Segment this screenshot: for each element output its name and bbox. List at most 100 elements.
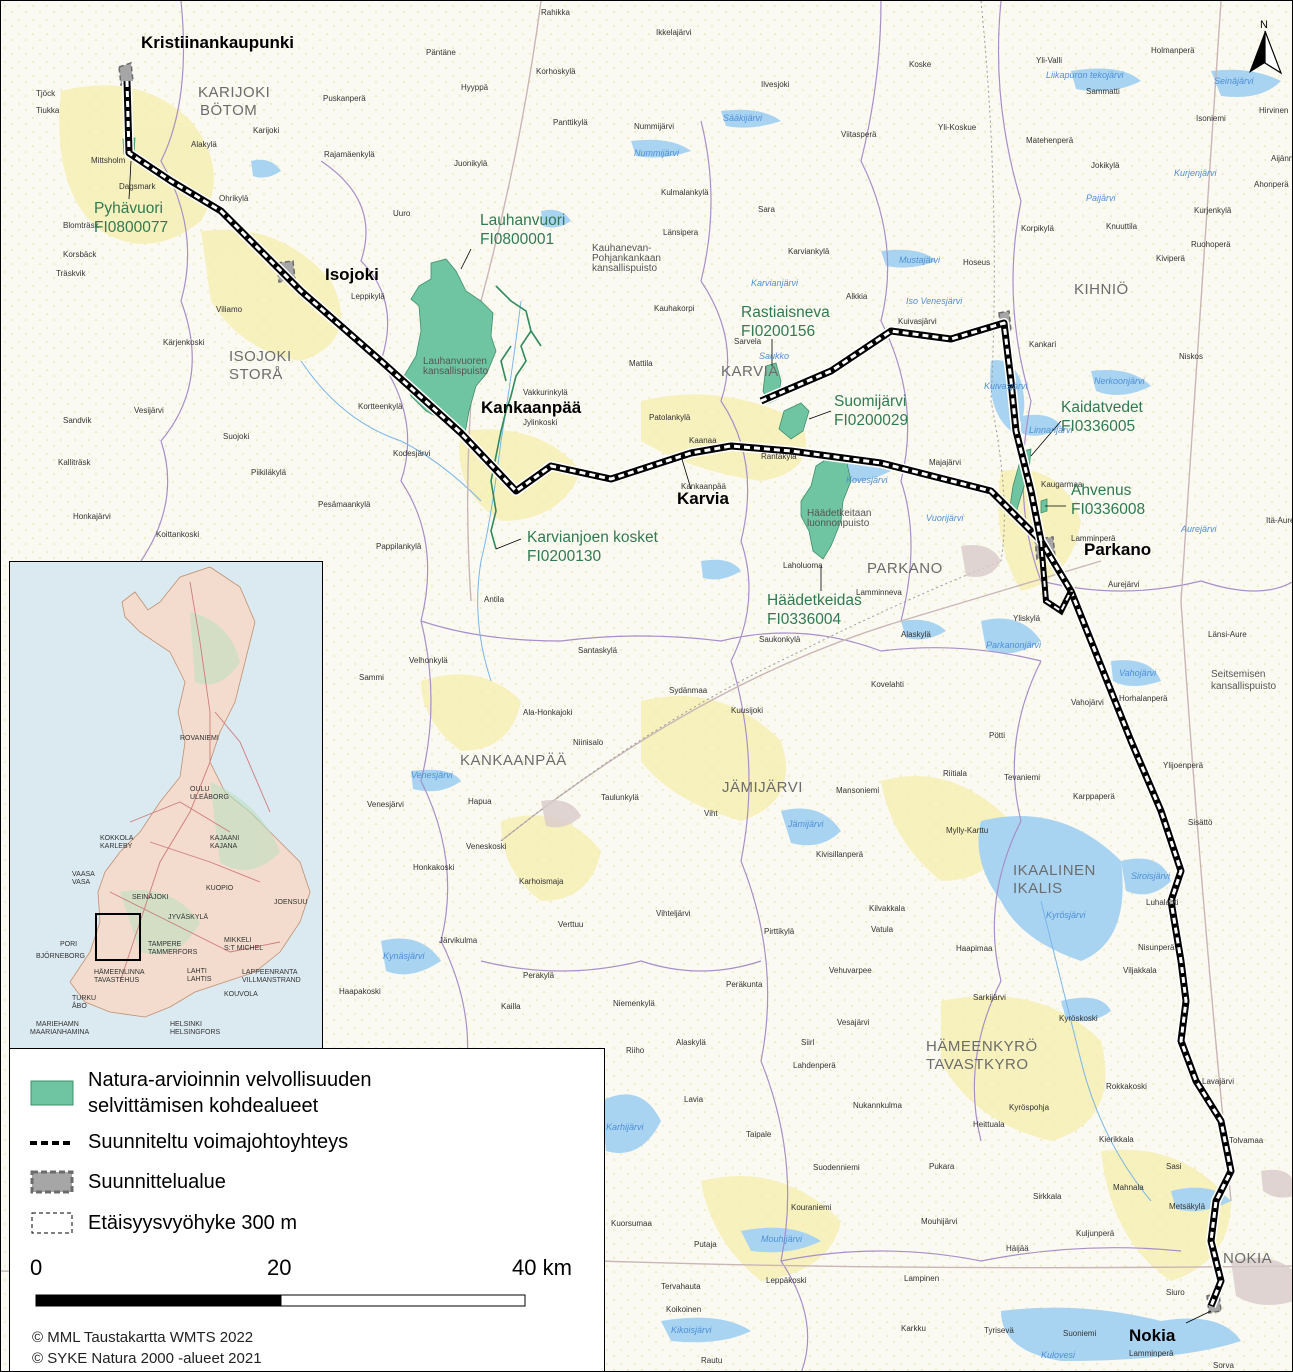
lake-label: Jämijärvi: [787, 819, 825, 829]
lake-label: Mustajärvi: [899, 255, 941, 265]
svg-text:PORI: PORI: [60, 941, 77, 948]
place-label: Päntäne: [426, 48, 456, 57]
park-label: kansallispuisto: [592, 263, 657, 274]
natura-code-haadetkeidas: FI0336004: [767, 611, 841, 628]
place-label: Itä-Aure: [1266, 516, 1293, 525]
natura-code-karvianjoki: FI0200130: [527, 548, 601, 565]
place-label: Kailla: [501, 1002, 521, 1011]
place-label: Mittsholm: [91, 156, 126, 165]
place-label: Vesajärvi: [837, 1018, 870, 1027]
place-label: Lahdenperä: [793, 1061, 836, 1070]
place-label: Majajärvi: [929, 458, 961, 467]
lake-label: Vahojärvi: [1119, 668, 1157, 678]
svg-text:LAHTIS: LAHTIS: [187, 976, 212, 983]
park-label: luonnonpuisto: [807, 518, 870, 529]
place-label: Karviankylä: [788, 247, 830, 256]
place-label: Vesijärvi: [134, 406, 164, 415]
park-labels: Kauhanevan- Pohjankankaan kansallispuist…: [423, 243, 1276, 692]
place-label: Viht: [704, 809, 718, 818]
legend-label-area: Suunnittelualue: [88, 1170, 226, 1193]
park-label: Lauhanvuoren: [423, 356, 487, 367]
place-label: Niinisalo: [573, 738, 604, 747]
place-label: Järvikulma: [439, 936, 478, 945]
svg-text:KOKKOLA: KOKKOLA: [100, 835, 134, 842]
place-label: Siirl: [801, 1038, 815, 1047]
lake-label: Kikoisjärvi: [671, 1325, 713, 1335]
svg-text:KAJANA: KAJANA: [210, 843, 238, 850]
place-label: Santaskylä: [578, 646, 618, 655]
legend-item-buffer: Etäisyysvyöhyke 300 m: [30, 1210, 297, 1236]
place-label: Kankari: [1029, 340, 1056, 349]
place-label: Viitasperä: [841, 130, 877, 139]
svg-text:S:T MICHEL: S:T MICHEL: [224, 945, 263, 952]
place-label: Karppaperä: [1073, 792, 1115, 801]
place-label: Kouraniemi: [791, 1203, 832, 1212]
place-label: Vihteljärvi: [656, 909, 691, 918]
place-label: Heittuala: [973, 1120, 1005, 1129]
place-label: Kuivasjärvi: [898, 317, 937, 326]
place-label: Koikoinen: [666, 1305, 701, 1314]
place-label: Isoniemi: [1196, 114, 1226, 123]
planning-area-icon: [30, 1170, 74, 1194]
place-label: Rantakylä: [761, 452, 797, 461]
municipality-label: STORÅ: [229, 366, 283, 383]
lake-label: Saukko: [759, 351, 789, 361]
svg-text:MARIEHAMN: MARIEHAMN: [36, 1021, 79, 1028]
city-label-kristiinankaupunki: Kristiinankaupunki: [141, 33, 294, 52]
place-label: Ikkelajärvi: [656, 28, 692, 37]
place-label: Mattila: [629, 359, 653, 368]
lake-label: Karvianjärvi: [751, 278, 799, 288]
place-label: Nummijärvi: [634, 122, 674, 131]
svg-text:HÄMEENLINNA: HÄMEENLINNA: [94, 968, 145, 976]
place-label: Kyröspohja: [1009, 1103, 1050, 1112]
place-label: Länsipera: [663, 228, 699, 237]
legend-item-natura: Natura-arvioinnin velvollisuuden selvitt…: [30, 1067, 372, 1119]
municipality-label: KIHNIÖ: [1074, 280, 1129, 298]
city-label-nokia: Nokia: [1129, 1326, 1176, 1345]
place-label: Kortteenkylä: [358, 402, 403, 411]
natura-code-lauhanvuori: FI0800001: [480, 231, 554, 248]
place-label: Luhalahti: [1146, 898, 1179, 907]
municipality-labels: KARIJOKI BÖTOM ISOJOKI STORÅ KARVIA KIHN…: [198, 84, 1272, 1267]
place-label: Knuuttila: [1106, 222, 1138, 231]
rivers: [300, 300, 1152, 1202]
place-label: Matehenperä: [1026, 136, 1074, 145]
svg-text:KUOPIO: KUOPIO: [206, 885, 234, 892]
place-label: Yli-Valli: [1036, 56, 1062, 65]
city-label-isojoki: Isojoki: [325, 265, 379, 284]
legend-label-buffer: Etäisyysvyöhyke 300 m: [88, 1211, 297, 1234]
natura-code-ahvenus: FI0336008: [1071, 501, 1145, 518]
natura-label-haadetkeidas: Häädetkeidas: [767, 592, 862, 609]
svg-text:HELSINKI: HELSINKI: [170, 1021, 202, 1028]
natura-code-rastiaisneva: FI0200156: [741, 323, 815, 340]
city-label-kankaanpaa: Kankaanpää: [481, 398, 582, 417]
leader-lines: [128, 160, 1212, 1324]
municipality-label: TAVASTKYRO: [926, 1056, 1029, 1073]
natura-areas: [122, 137, 1048, 560]
place-label: Korpikylä: [1021, 224, 1054, 233]
legend-natura-line2: selvittämisen kohdealueet: [88, 1095, 319, 1117]
place-label: Juonikylä: [454, 159, 488, 168]
place-label: Nukannkulma: [853, 1101, 902, 1110]
natura-labels: Pyhävuori FI0800077 Lauhanvuori FI080000…: [94, 200, 1145, 628]
place-label: Tjöck: [36, 89, 56, 98]
park-label: Häädetkeitaan: [807, 508, 872, 519]
svg-text:VASA: VASA: [72, 879, 90, 886]
place-label: Sydänmaa: [669, 686, 708, 695]
place-label: Rokkakoski: [1106, 1082, 1147, 1091]
natura-karvianjoki: [490, 285, 542, 550]
place-label: Karhoismaja: [519, 877, 564, 886]
place-label: Dagsmark: [119, 182, 156, 191]
place-label: Tolvamaa: [1229, 1136, 1264, 1145]
place-label: Sandvik: [63, 416, 92, 425]
natura-swatch-icon: [30, 1080, 74, 1106]
lake-label: Karhijärvi: [606, 1122, 645, 1132]
place-label: Haapakoski: [339, 987, 381, 996]
place-label: Horhalanperä: [1119, 694, 1168, 703]
place-label: Panttikylä: [553, 118, 588, 127]
place-label: Lamminperä: [1071, 534, 1116, 543]
place-label: Tyrisevä: [984, 1326, 1014, 1335]
svg-text:BJÖRNEBORG: BJÖRNEBORG: [36, 952, 85, 960]
place-label: Veneskoski: [466, 842, 507, 851]
